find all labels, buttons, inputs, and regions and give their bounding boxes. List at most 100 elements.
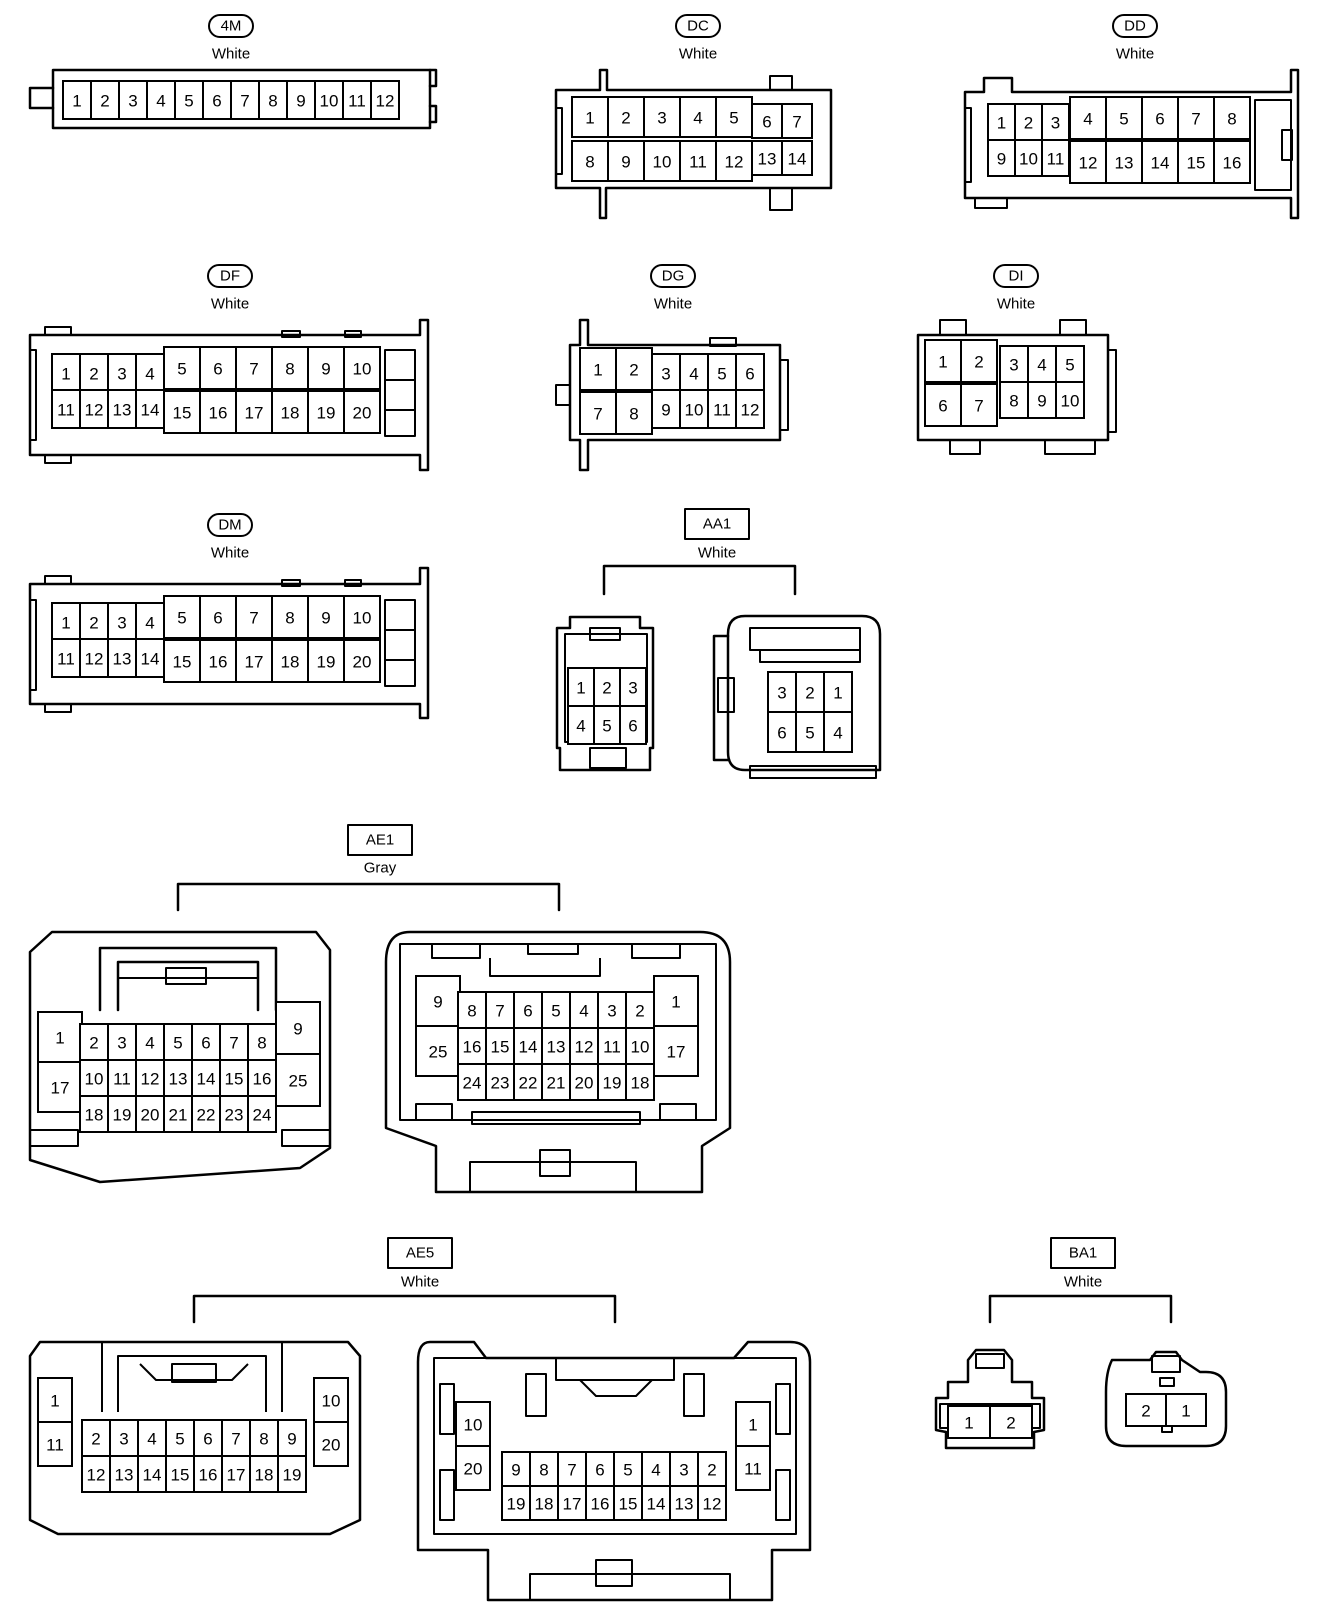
pin-label: 4 [579, 1002, 588, 1021]
pin-DG-9: 9 [651, 389, 681, 429]
pin-label: 22 [519, 1074, 538, 1093]
pin-DM-11: 11 [51, 638, 81, 678]
pin-DF-7: 7 [235, 346, 273, 390]
pin-label: 2 [89, 614, 98, 633]
pin-label: 8 [585, 153, 594, 172]
pin-label: 12 [741, 401, 760, 420]
pin-AE1-20: 20 [135, 1095, 165, 1133]
pin-DD-3: 3 [1041, 103, 1070, 141]
pin-DG-8: 8 [615, 391, 653, 435]
pin-AE5-17: 17 [221, 1455, 251, 1493]
pin-label: 4 [833, 724, 842, 743]
pin-AE1-1: 1 [653, 975, 699, 1027]
label-DC-name: DC [687, 18, 709, 35]
pin-DM-9: 9 [307, 595, 345, 639]
pin-label: 17 [667, 1043, 686, 1062]
pin-label: 1 [964, 1414, 973, 1433]
pin-AA1-1: 1 [823, 671, 853, 713]
pin-AE5-18: 18 [249, 1455, 279, 1493]
pin-AE1-15: 15 [485, 1027, 515, 1065]
pin-label: 13 [547, 1038, 566, 1057]
pin-AE5-11: 11 [37, 1421, 73, 1467]
label-DD: DD White [1112, 14, 1158, 63]
pin-label: 8 [285, 609, 294, 628]
pin-AA1-6: 6 [619, 705, 647, 745]
pin-AA1-2: 2 [593, 667, 621, 707]
pin-label: 7 [249, 609, 258, 628]
pin-label: 3 [777, 684, 786, 703]
pin-label: 16 [209, 404, 228, 423]
housing-AA1-right [712, 614, 882, 779]
label-4M: 4M White [208, 14, 254, 63]
pin-DF-12: 12 [79, 389, 109, 429]
pin-label: 1 [72, 92, 81, 111]
pin-BA1-2: 2 [1125, 1393, 1167, 1427]
pin-DF-2: 2 [79, 353, 109, 393]
pin-DF-4: 4 [135, 353, 165, 393]
pin-label: 11 [46, 1436, 64, 1455]
pin-DF-9: 9 [307, 346, 345, 390]
housing-DM [28, 566, 430, 720]
pin-DG-4: 4 [679, 353, 709, 393]
pin-DM-19: 19 [307, 639, 345, 683]
pin-label: 18 [85, 1106, 104, 1125]
pin-AA1-4: 4 [823, 711, 853, 753]
pin-label: 6 [777, 724, 786, 743]
pin-label: 1 [748, 1416, 757, 1435]
pin-DM-3: 3 [107, 602, 137, 642]
pin-label: 17 [563, 1495, 582, 1514]
pin-label: 1 [61, 614, 70, 633]
pin-DM-6: 6 [199, 595, 237, 639]
pin-AA1-3: 3 [619, 667, 647, 707]
pin-label: 20 [464, 1460, 483, 1479]
pin-AE1-7: 7 [485, 991, 515, 1029]
pin-DD-15: 15 [1177, 140, 1215, 184]
pin-label: 9 [293, 1020, 302, 1039]
pin-label: 24 [463, 1074, 482, 1093]
pin-label: 6 [523, 1002, 532, 1021]
housing-4M [28, 68, 438, 130]
pin-AE1-18: 18 [79, 1095, 109, 1133]
pin-label: 6 [938, 397, 947, 416]
pin-AE1-19: 19 [597, 1063, 627, 1101]
pin-AE1-5: 5 [163, 1023, 193, 1061]
pin-AE1-3: 3 [597, 991, 627, 1029]
pin-DC-8: 8 [571, 140, 609, 182]
pin-DG-5: 5 [707, 353, 737, 393]
pin-label: 8 [467, 1002, 476, 1021]
pin-BA1-1: 1 [1165, 1393, 1207, 1427]
pin-DD-8: 8 [1213, 96, 1251, 140]
pin-label: 12 [85, 401, 104, 420]
pin-label: 13 [113, 650, 132, 669]
label-4M-name: 4M [221, 18, 242, 35]
label-AA1-color: White [698, 545, 736, 562]
pin-AE1-7: 7 [219, 1023, 249, 1061]
pin-label: 1 [938, 353, 947, 372]
label-DD-name: DD [1124, 18, 1146, 35]
pin-AE1-17: 17 [653, 1025, 699, 1077]
pin-label: 19 [113, 1106, 132, 1125]
pin-AE5-9: 9 [277, 1419, 307, 1457]
pin-label: 5 [1065, 356, 1074, 375]
pin-AE5-8: 8 [249, 1419, 279, 1457]
pin-4M-2: 2 [90, 80, 120, 120]
pin-DG-1: 1 [579, 347, 617, 391]
pin-label: 3 [1009, 356, 1018, 375]
pin-label: 8 [268, 92, 277, 111]
pin-label: 13 [675, 1495, 694, 1514]
pin-AE5-19: 19 [501, 1485, 531, 1521]
pin-AE5-4: 4 [137, 1419, 167, 1457]
pin-DD-2: 2 [1014, 103, 1043, 141]
pin-label: 12 [725, 153, 744, 172]
pin-label: 6 [628, 717, 637, 736]
pin-label: 4 [576, 717, 585, 736]
pin-label: 15 [173, 404, 192, 423]
pin-label: 12 [376, 92, 395, 111]
pin-label: 19 [317, 404, 336, 423]
pin-label: 12 [1079, 154, 1098, 173]
pin-AE5-14: 14 [641, 1485, 671, 1521]
pin-AE5-13: 13 [669, 1485, 699, 1521]
pin-label: 4 [651, 1461, 660, 1480]
pin-DM-4: 4 [135, 602, 165, 642]
housing-AE1-left [28, 930, 332, 1184]
